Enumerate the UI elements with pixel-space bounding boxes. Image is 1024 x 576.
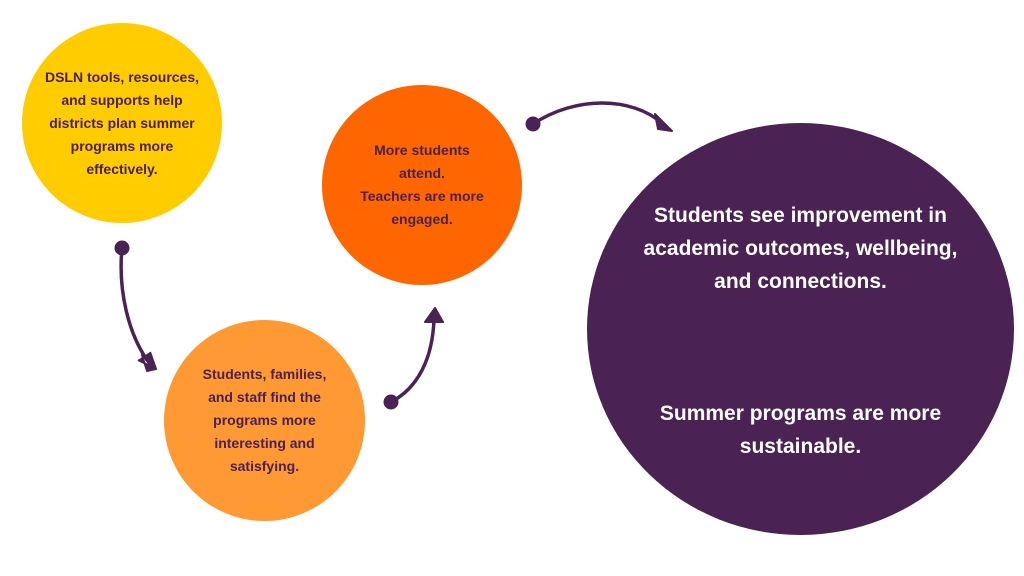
arrowhead-icon [654, 113, 673, 132]
outcome-text-1: Students see improvement in academic out… [643, 204, 958, 293]
arrow-step1-to-step2 [114, 240, 157, 372]
arrow-step3-to-outcome [525, 101, 673, 132]
step-3-circle: More students attend. Teachers are more … [322, 85, 522, 285]
outcome-text-2: Summer programs are more sustainable. [659, 402, 942, 458]
step-1-circle: DSLN tools, resources, and supports help… [22, 23, 222, 223]
arrowhead-icon [424, 307, 444, 323]
step-1-text: DSLN tools, resources, and supports help… [44, 68, 200, 177]
arrow-step2-to-step3 [383, 307, 444, 410]
outcome-spacer [644, 331, 958, 364]
step-2-circle: Students, families, and staff find the p… [164, 320, 365, 521]
arrow-curve [119, 246, 152, 366]
step-3-text: More students attend. Teachers are more … [360, 142, 484, 227]
arrow-curve [531, 101, 665, 126]
arrowhead-icon [137, 351, 157, 372]
outcome-circle: Students see improvement in academic out… [587, 123, 1014, 535]
arrow-curve [389, 316, 436, 404]
step-2-text: Students, families, and staff find the p… [202, 366, 327, 474]
